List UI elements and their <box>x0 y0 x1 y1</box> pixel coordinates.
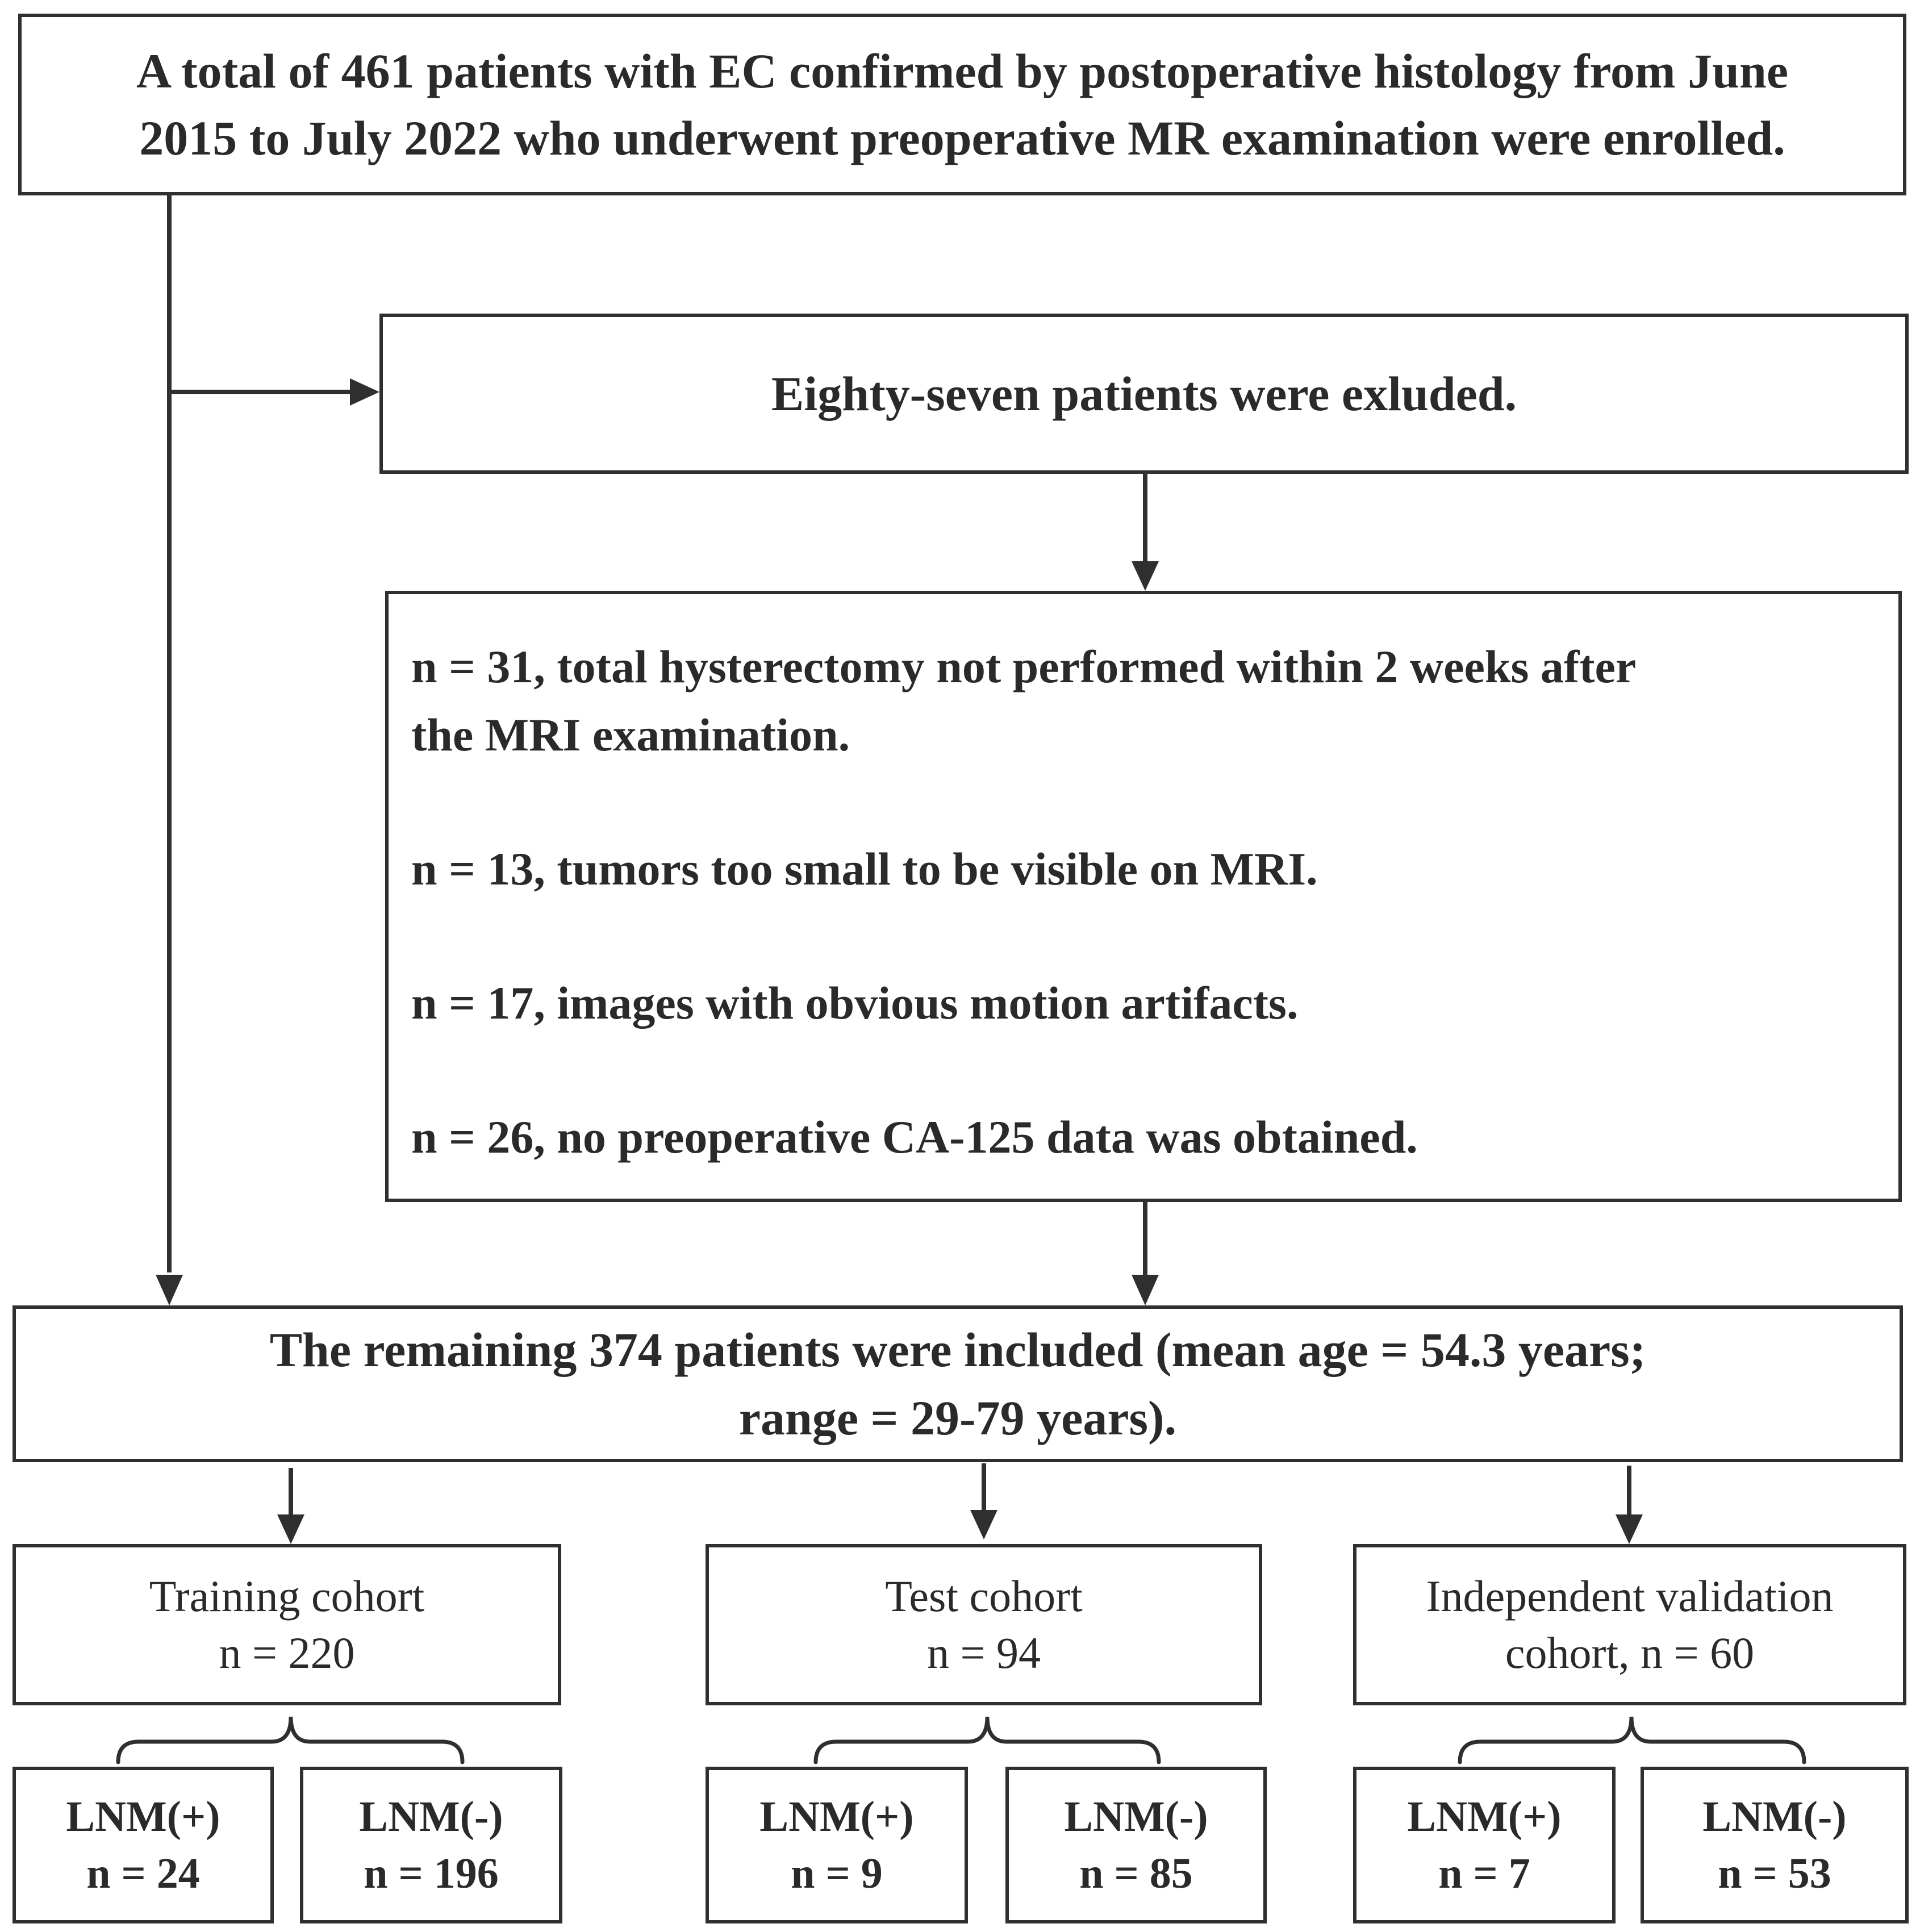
validation-cohort-count: cohort, n = 60 <box>1505 1628 1755 1678</box>
brace-test <box>813 1716 1161 1764</box>
validation-lnm-negative-count: n = 53 <box>1718 1850 1831 1897</box>
exclusion-reason-2: n = 13, tumors too small to be visible o… <box>411 835 1318 903</box>
test-lnm-positive-label: LNM(+) <box>759 1793 914 1841</box>
test-cohort-count: n = 94 <box>927 1628 1041 1678</box>
remaining-patients-box: The remaining 374 patients were included… <box>12 1305 1903 1462</box>
test-cohort-label: Test cohort <box>885 1571 1083 1621</box>
arrowhead-remaining-left <box>156 1275 183 1305</box>
exclusion-reason-3-line1: n = 17, images with obvious motion artif… <box>411 977 1299 1029</box>
exclusion-reason-3: n = 17, images with obvious motion artif… <box>411 969 1298 1037</box>
brace-validation <box>1458 1716 1806 1764</box>
enrollment-box: A total of 461 patients with EC confirme… <box>18 14 1906 195</box>
test-lnm-negative-box: LNM(-) n = 85 <box>1005 1767 1267 1923</box>
arrowhead-reasons <box>1132 561 1159 591</box>
training-lnm-positive-label: LNM(+) <box>66 1793 220 1841</box>
training-lnm-positive-count: n = 24 <box>86 1850 200 1897</box>
training-lnm-negative-label: LNM(-) <box>359 1793 503 1841</box>
arrowhead-remaining-right <box>1132 1275 1159 1305</box>
arrowhead-validation <box>1616 1514 1643 1544</box>
arrowhead-training <box>277 1514 304 1544</box>
test-lnm-negative-count: n = 85 <box>1079 1850 1193 1897</box>
training-lnm-negative-box: LNM(-) n = 196 <box>300 1767 562 1923</box>
exclusion-reasons-box: n = 31, total hysterectomy not performed… <box>385 591 1902 1202</box>
remaining-text-line2: range = 29-79 years). <box>738 1391 1177 1445</box>
remaining-text-line1: The remaining 374 patients were included… <box>269 1322 1646 1377</box>
test-lnm-positive-count: n = 9 <box>791 1850 883 1897</box>
validation-lnm-positive-count: n = 7 <box>1438 1850 1530 1897</box>
exclusion-reason-1: n = 31, total hysterectomy not performed… <box>411 633 1636 769</box>
validation-lnm-negative-box: LNM(-) n = 53 <box>1641 1767 1909 1923</box>
enrollment-text-line2: 2015 to July 2022 who underwent preopera… <box>139 111 1785 165</box>
test-cohort-box: Test cohort n = 94 <box>706 1544 1262 1705</box>
exclusion-reason-4: n = 26, no preoperative CA-125 data was … <box>411 1103 1418 1171</box>
training-lnm-negative-count: n = 196 <box>364 1850 499 1897</box>
excluded-box: Eighty-seven patients were exluded. <box>379 314 1909 474</box>
validation-lnm-positive-box: LNM(+) n = 7 <box>1353 1767 1616 1923</box>
validation-cohort-label: Independent validation <box>1426 1571 1834 1621</box>
arrowhead-test <box>970 1510 997 1539</box>
validation-lnm-positive-label: LNM(+) <box>1407 1793 1562 1841</box>
test-lnm-negative-label: LNM(-) <box>1064 1793 1208 1841</box>
exclusion-reason-1-line1: n = 31, total hysterectomy not performed… <box>411 641 1637 692</box>
excluded-text: Eighty-seven patients were exluded. <box>771 366 1517 421</box>
training-cohort-box: Training cohort n = 220 <box>12 1544 561 1705</box>
exclusion-reason-1-line2: the MRI examination. <box>411 709 850 761</box>
training-lnm-positive-box: LNM(+) n = 24 <box>12 1767 274 1923</box>
exclusion-reason-2-line1: n = 13, tumors too small to be visible o… <box>411 843 1318 895</box>
exclusion-reason-4-line1: n = 26, no preoperative CA-125 data was … <box>411 1111 1418 1163</box>
arrowhead-excluded <box>350 378 379 406</box>
training-cohort-label: Training cohort <box>149 1571 425 1621</box>
test-lnm-positive-box: LNM(+) n = 9 <box>706 1767 968 1923</box>
training-cohort-count: n = 220 <box>219 1628 355 1678</box>
brace-training <box>116 1716 465 1764</box>
validation-cohort-box: Independent validation cohort, n = 60 <box>1353 1544 1906 1705</box>
enrollment-text-line1: A total of 461 patients with EC confirme… <box>136 44 1788 98</box>
validation-lnm-negative-label: LNM(-) <box>1702 1793 1847 1841</box>
